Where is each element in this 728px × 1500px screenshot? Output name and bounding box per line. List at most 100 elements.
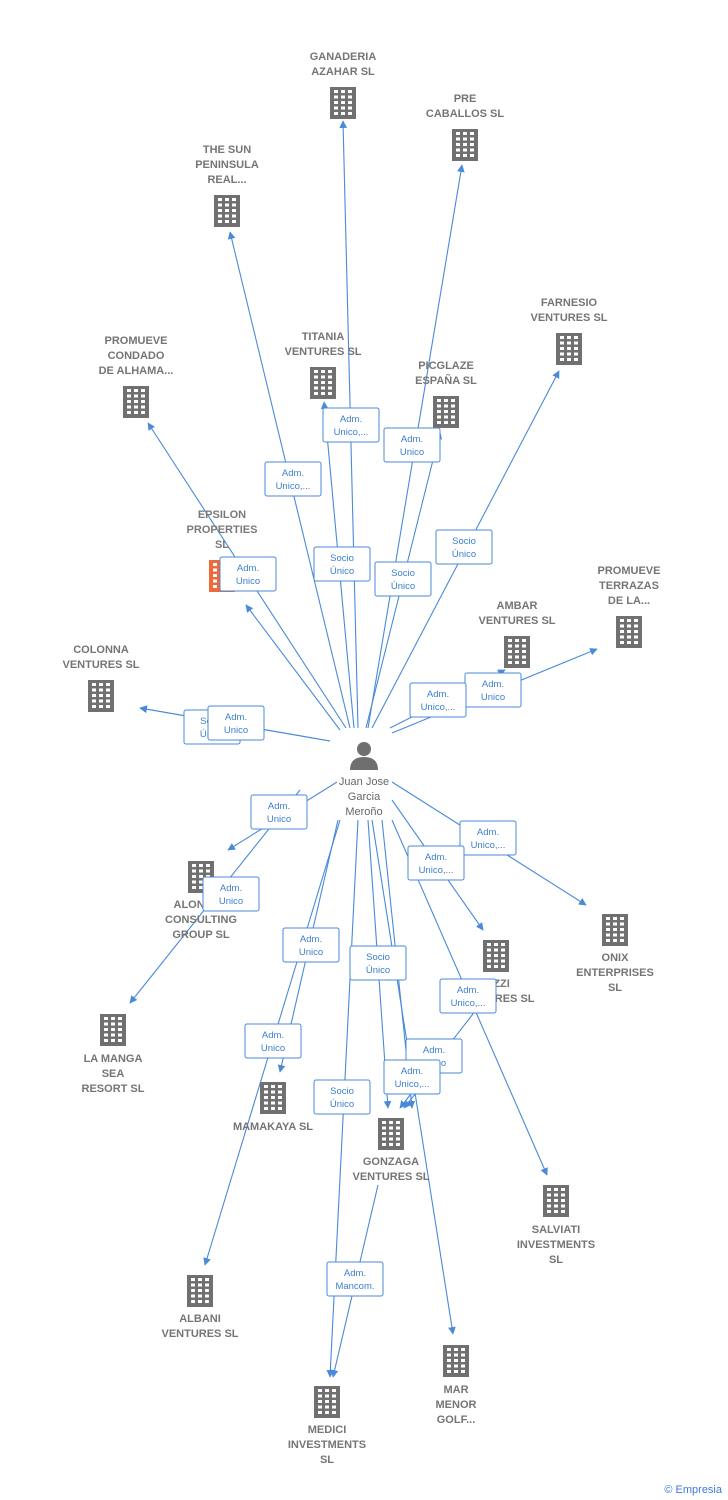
company-label: DE LA...	[608, 595, 650, 607]
building-window	[206, 869, 210, 873]
building-window	[627, 630, 631, 633]
building-window	[463, 154, 467, 157]
building-window	[118, 1017, 122, 1020]
company-node-mamakaya[interactable]: MAMAKAYA SL	[233, 1082, 313, 1133]
edge-label-picglaze[interactable]: Adm.Unico	[383, 427, 441, 463]
building-window	[111, 1022, 115, 1026]
edge-label-epsilon[interactable]: Adm.Unico	[219, 556, 277, 592]
building-window	[547, 1193, 551, 1197]
building-window	[264, 1096, 268, 1099]
building-window	[225, 220, 229, 223]
edge-label-text: Adm.	[423, 1045, 445, 1056]
edge-label-onix[interactable]: Adm.Unico,...	[459, 820, 517, 856]
building-icon	[543, 1185, 569, 1217]
building-window	[334, 90, 338, 93]
building-window	[444, 415, 448, 419]
building-window	[547, 1210, 551, 1213]
edge-label-text: Unico	[400, 447, 424, 458]
company-label: SEA	[102, 1068, 125, 1080]
edge-label-ambar[interactable]: Adm.Unico,...	[409, 682, 467, 718]
building-window	[325, 1405, 329, 1409]
company-label: ONIX	[602, 952, 630, 964]
company-node-marmenor[interactable]: MARMENORGOLF...	[436, 1345, 477, 1426]
building-window	[487, 954, 491, 957]
building-window	[620, 922, 624, 926]
building-window	[278, 1085, 282, 1088]
edge-label-promueveterrazas[interactable]: Adm.Unico	[464, 672, 522, 708]
person-label: Juan Jose	[339, 776, 389, 788]
company-label: ALBANI	[179, 1313, 221, 1325]
building-window	[334, 106, 338, 110]
building-window	[127, 400, 131, 403]
building-window	[382, 1143, 386, 1146]
building-window	[627, 624, 631, 628]
building-window	[99, 699, 103, 703]
edge-label-lamanga[interactable]: Adm.Unico	[202, 876, 260, 912]
building-window	[191, 1300, 195, 1303]
edge-label-box	[383, 427, 441, 463]
building-window	[567, 341, 571, 345]
edge-label-colonna[interactable]: Adm.Unico	[207, 705, 265, 741]
building-window	[232, 198, 236, 201]
edge-label-box	[313, 546, 371, 582]
building-window	[567, 336, 571, 339]
edge-label-gonzaga[interactable]: Adm.Unico,...	[383, 1059, 441, 1095]
company-node-rizzi[interactable]: RIZZIVENTURES SL	[457, 940, 535, 1005]
edge-label-albani[interactable]: Adm.Unico	[282, 927, 340, 963]
building-window	[92, 705, 96, 708]
building-window	[321, 381, 325, 384]
company-label: PROPERTIES	[187, 524, 258, 536]
building-window	[560, 336, 564, 339]
building-window	[554, 1204, 558, 1208]
person-label: Garcia	[348, 791, 381, 803]
edge-label-gonzaga[interactable]: Adm.Unico,...	[439, 978, 497, 1014]
edge-label-text: Adm.	[237, 563, 259, 574]
company-label: VENTURES SL	[284, 346, 361, 358]
building-window	[567, 347, 571, 350]
company-node-thesun[interactable]: THE SUNPENINSULAREAL...	[195, 144, 259, 227]
building-window	[461, 1353, 465, 1357]
building-window	[141, 411, 145, 414]
edge-label-mamakaya[interactable]: Adm.Unico	[244, 1023, 302, 1059]
edge-label-titania[interactable]: Adm.Unico,...	[322, 407, 380, 443]
building-window	[515, 655, 519, 659]
edge-label-text: Único	[391, 581, 415, 592]
building-window	[205, 1294, 209, 1298]
edge-label-text: Mancom.	[335, 1281, 374, 1292]
building-window	[205, 1283, 209, 1287]
building-window	[627, 619, 631, 622]
building-window	[620, 933, 624, 937]
edge-label-rizzi[interactable]: Adm.Unico,...	[407, 845, 465, 881]
building-window	[199, 869, 203, 873]
building-window	[314, 381, 318, 384]
company-label: VENTURES SL	[62, 659, 139, 671]
building-window	[634, 630, 638, 633]
building-window	[620, 630, 624, 633]
building-window	[206, 864, 210, 867]
building-window	[232, 220, 236, 223]
edge-label-thesun[interactable]: Adm.Unico,...	[264, 461, 322, 497]
edge-label-medici[interactable]: Adm.Mancom.	[326, 1261, 384, 1297]
edge-label-alondra[interactable]: Adm.Unico	[250, 794, 308, 830]
